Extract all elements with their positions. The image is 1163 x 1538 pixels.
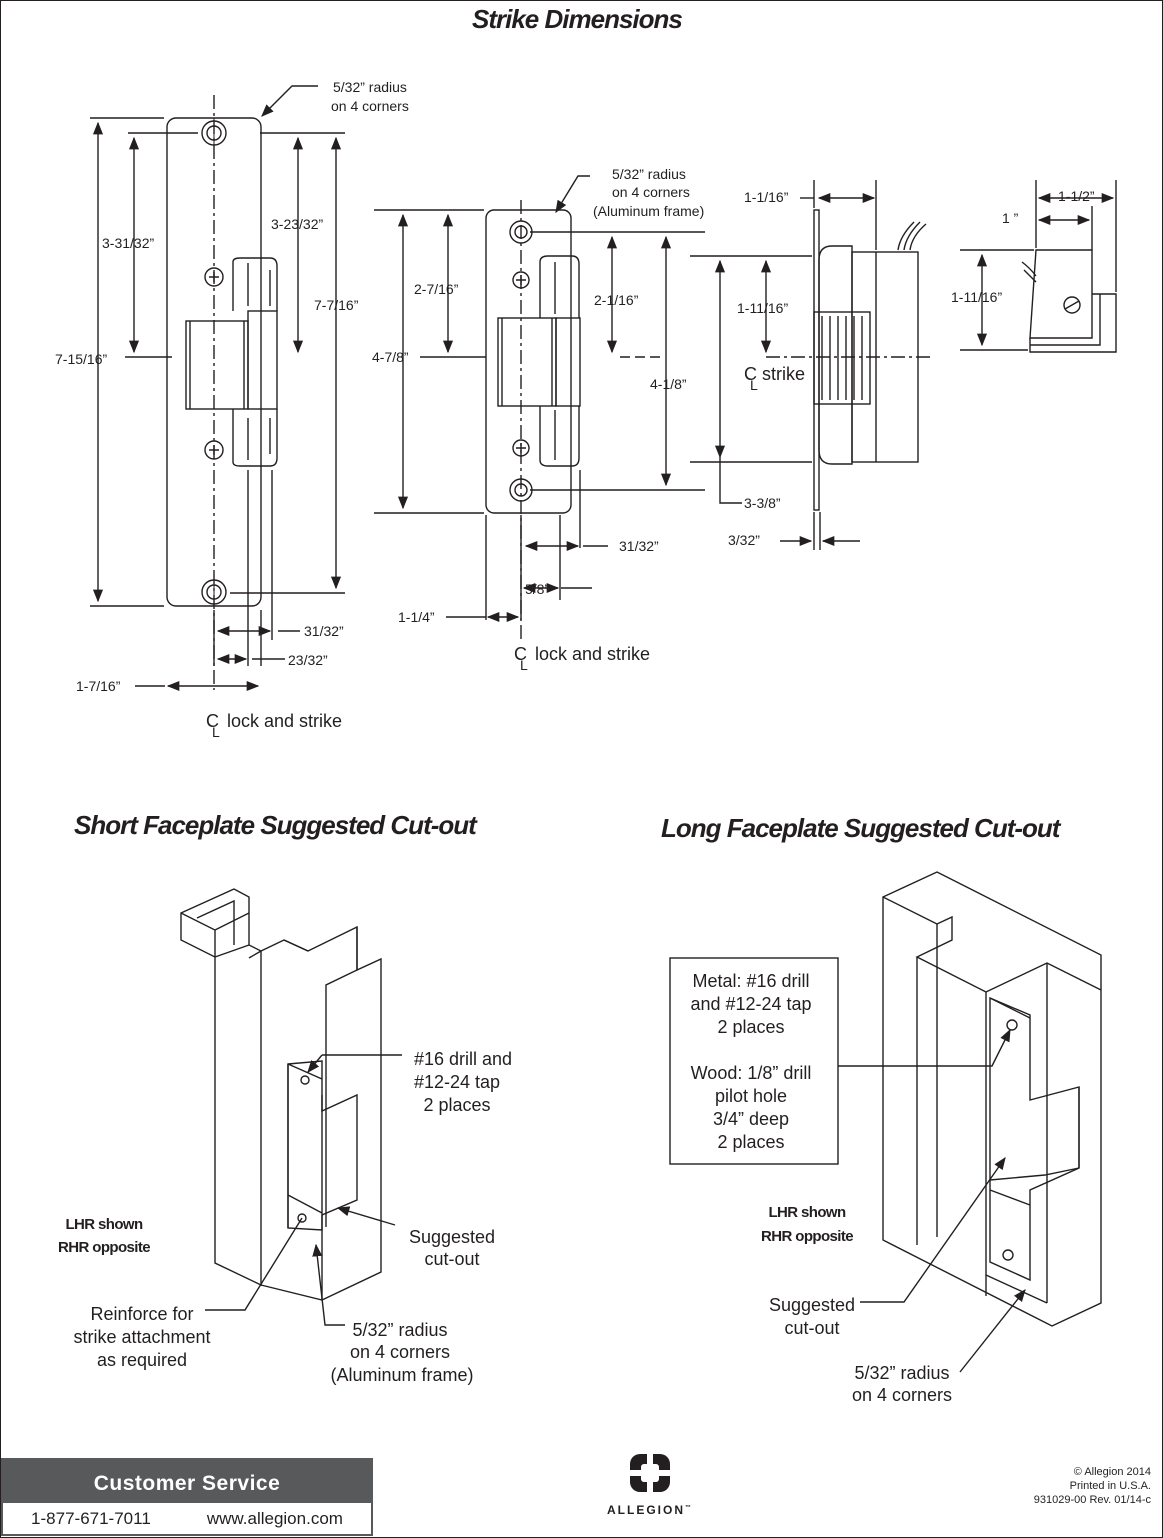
rhr-opposite-short: RHR opposite — [58, 1239, 150, 1256]
dim-2-1-16: 2-1/16” — [594, 292, 639, 308]
cl-lock-strike-label: lock and strike — [227, 711, 342, 731]
dim-2-7-16: 2-7/16” — [414, 281, 459, 297]
dim-4-1-8: 4-1/8” — [650, 376, 687, 392]
dim-3-3-8: 3-3/8” — [744, 495, 781, 511]
side-view-drawing — [690, 180, 930, 550]
dim-1-1-16: 1-1/16” — [744, 189, 789, 205]
drill-note-line1: #16 drill and — [414, 1049, 512, 1069]
end-view-drawing — [960, 180, 1117, 353]
rhr-opposite-long: RHR opposite — [761, 1228, 853, 1245]
short-radius-line1: 5/32” radius — [612, 166, 686, 182]
dim-3-23-32: 3-23/32” — [271, 216, 323, 232]
side-view-labels: 1-1/16” 1-11/16” C L strike 3-3/8” 3/32” — [728, 189, 805, 548]
suggested-label-long: Suggested — [769, 1295, 855, 1315]
wood-note-line3: 3/4” deep — [713, 1109, 789, 1129]
metal-note-line1: Metal: #16 drill — [692, 971, 809, 991]
copyright-block: © Allegion 2014 Printed in U.S.A. 931029… — [1034, 1465, 1151, 1507]
dim-5-8: 5/8” — [525, 581, 549, 597]
cl-symbol-short: C — [514, 644, 527, 664]
allegion-logo: ALLEGION™ — [590, 1450, 710, 1530]
printed-line: Printed in U.S.A. — [1069, 1480, 1151, 1492]
short-strike-drawing — [374, 175, 705, 640]
strike-dimensions-title: Strike Dimensions — [472, 4, 683, 34]
cutout-label-short: cut-out — [424, 1249, 479, 1269]
reinforce-line2: strike attachment — [73, 1327, 210, 1347]
long-cutout-drawing — [669, 871, 1102, 1373]
short-radius-line3: (Aluminum frame) — [593, 203, 704, 219]
copyright-line: © Allegion 2014 — [1073, 1466, 1151, 1478]
dim-31-32-long: 31/32” — [304, 623, 344, 639]
wood-note-line2: pilot hole — [715, 1086, 787, 1106]
short-cutout-drawing — [180, 888, 402, 1326]
suggested-label-short: Suggested — [409, 1227, 495, 1247]
dim-23-32: 23/32” — [288, 652, 328, 668]
end-view-labels: 1-1/2” 1 ” 1-11/16” — [951, 188, 1095, 305]
long-strike-labels: 5/32” radius on 4 corners 3-31/32” 3-23/… — [55, 79, 409, 740]
dim-1-1-4: 1-1/4” — [398, 609, 435, 625]
customer-service-box: Customer Service 1-877-671-7011 www.alle… — [1, 1458, 373, 1536]
metal-note-line2: and #12-24 tap — [690, 994, 811, 1014]
long-cutout-labels: Metal: #16 drill and #12-24 tap 2 places… — [690, 971, 952, 1405]
cl-lock-strike-label-short: lock and strike — [535, 644, 650, 664]
allegion-wordmark: ALLEGION™ — [590, 1503, 710, 1517]
cl-subscript: L — [212, 724, 220, 740]
short-strike-labels: 5/32” radius on 4 corners (Aluminum fram… — [372, 166, 704, 673]
lhr-shown-long: LHR shown — [768, 1204, 846, 1221]
wood-note-line4: 2 places — [717, 1132, 784, 1152]
radius-long-line2: on 4 corners — [852, 1385, 952, 1405]
customer-service-title: Customer Service — [1, 1458, 373, 1503]
dim-1-1-2: 1-1/2” — [1058, 188, 1095, 204]
customer-service-contacts: 1-877-671-7011 www.allegion.com — [1, 1503, 373, 1536]
dim-4-7-8: 4-7/8” — [372, 349, 409, 365]
short-radius-line2: on 4 corners — [612, 184, 690, 200]
radius-short-line1: 5/32” radius — [352, 1320, 447, 1340]
dim-3-31-32: 3-31/32” — [102, 235, 154, 251]
dim-7-15-16: 7-15/16” — [55, 351, 107, 367]
cl-symbol-side: C — [744, 364, 757, 384]
lhr-shown-short: LHR shown — [65, 1216, 143, 1233]
allegion-wordmark-text: ALLEGION — [607, 1503, 685, 1517]
cutout-label-long: cut-out — [784, 1318, 839, 1338]
long-radius-line2: on 4 corners — [331, 98, 409, 114]
dim-1-11-16-end: 1-11/16” — [951, 289, 1002, 305]
website-link[interactable]: www.allegion.com — [206, 1508, 343, 1528]
cl-subscript-side: L — [750, 377, 758, 393]
radius-short-line3: (Aluminum frame) — [330, 1365, 473, 1385]
dim-1: 1 ” — [1002, 210, 1019, 226]
short-cutout-labels: #16 drill and #12-24 tap 2 places LHR sh… — [58, 1049, 512, 1385]
cl-subscript-short: L — [520, 657, 528, 673]
cl-symbol: C — [206, 711, 219, 731]
revision-line: 931029-00 Rev. 01/14-c — [1033, 1494, 1151, 1506]
phone-number: 1-877-671-7011 — [31, 1508, 151, 1528]
long-cutout-title: Long Faceplate Suggested Cut-out — [661, 813, 1060, 843]
long-strike-drawing — [90, 85, 345, 692]
dim-3-32: 3/32” — [728, 532, 760, 548]
long-radius-line1: 5/32” radius — [333, 79, 407, 95]
dim-1-11-16-side: 1-11/16” — [737, 300, 788, 316]
reinforce-line3: as required — [97, 1350, 187, 1370]
drill-note-line3: 2 places — [423, 1095, 490, 1115]
dim-31-32-short: 31/32” — [619, 538, 659, 554]
cl-strike-label: strike — [762, 364, 805, 384]
allegion-logo-icon — [628, 1452, 672, 1494]
metal-note-line3: 2 places — [717, 1017, 784, 1037]
reinforce-line1: Reinforce for — [90, 1304, 193, 1324]
wood-note-line1: Wood: 1/8” drill — [691, 1063, 812, 1083]
dim-1-7-16: 1-7/16” — [76, 678, 121, 694]
trademark-mark: ™ — [685, 1505, 693, 1511]
drill-note-line2: #12-24 tap — [414, 1072, 500, 1092]
radius-short-line2: on 4 corners — [350, 1342, 450, 1362]
radius-long-line1: 5/32” radius — [854, 1363, 949, 1383]
short-cutout-title: Short Faceplate Suggested Cut-out — [74, 810, 477, 840]
dim-7-7-16: 7-7/16” — [314, 297, 359, 313]
